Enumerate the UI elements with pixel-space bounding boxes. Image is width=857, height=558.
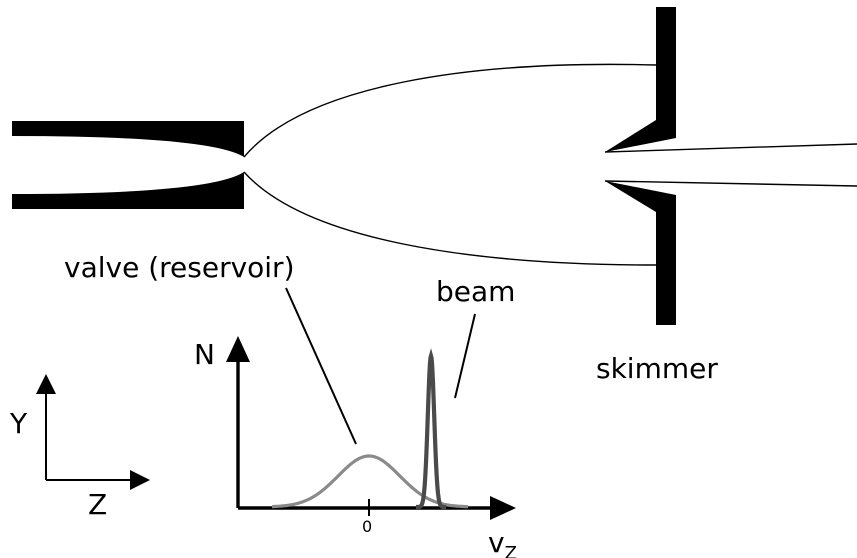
reservoir-distribution-curve bbox=[272, 454, 468, 509]
lower-streamline bbox=[243, 171, 657, 266]
y-axis-label: Y bbox=[9, 407, 28, 440]
upper-streamline bbox=[243, 63, 657, 158]
zero-tick-label: 0 bbox=[362, 517, 372, 536]
beam-leader-line bbox=[454, 313, 476, 399]
plot-x-arrowhead bbox=[490, 496, 516, 520]
plot-y-label: N bbox=[194, 338, 215, 371]
z-axis-label: Z bbox=[88, 488, 107, 521]
coordinate-axes bbox=[36, 374, 150, 490]
beam-lower-edge bbox=[604, 180, 857, 187]
skimmer-cone bbox=[604, 7, 857, 325]
valve-label: valve (reservoir) bbox=[64, 251, 295, 284]
plot-x-label: vZ bbox=[488, 526, 517, 558]
valve-nozzle bbox=[12, 121, 244, 209]
velocity-distribution-plot: N 0 vZ bbox=[194, 336, 517, 558]
skimmer-upper-wall bbox=[605, 7, 676, 152]
valve-upper-wall bbox=[12, 121, 244, 157]
beam-distribution-curve bbox=[416, 348, 446, 510]
skimmer-label: skimmer bbox=[596, 352, 718, 385]
plot-y-arrowhead bbox=[226, 336, 250, 362]
skimmer-lower-wall bbox=[605, 181, 676, 325]
beam-label: beam bbox=[436, 275, 515, 308]
plot-x-label-main: v bbox=[488, 526, 505, 558]
expansion-streamlines bbox=[243, 63, 657, 266]
plot-x-label-subscript: Z bbox=[505, 543, 517, 558]
valve-lower-wall bbox=[12, 172, 244, 209]
valve-leader-line bbox=[285, 287, 357, 445]
beam-upper-edge bbox=[604, 143, 857, 153]
